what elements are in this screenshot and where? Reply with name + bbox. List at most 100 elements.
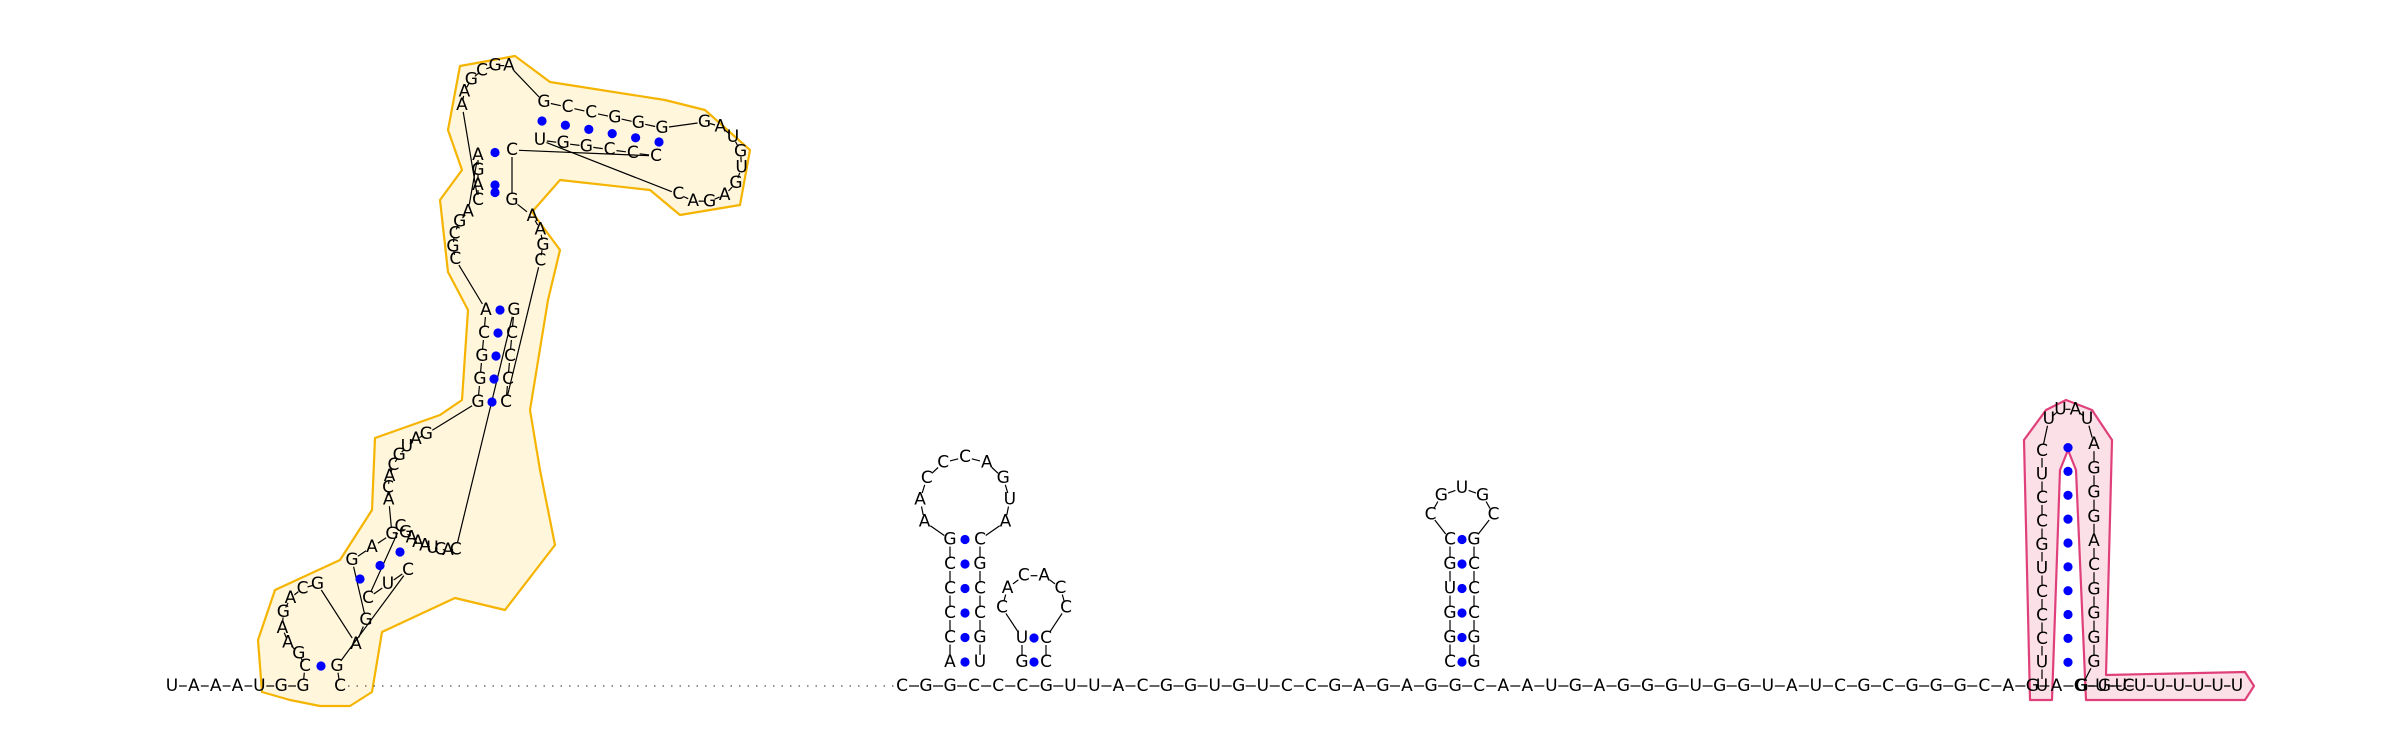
nucleotide-bottom-strand-5: C	[992, 676, 1004, 696]
nucleotide-stem3-left-1: G	[471, 392, 484, 412]
nucleotide-terminator-right-2: G	[2087, 458, 2100, 478]
highlight-layer	[256, 54, 2256, 708]
nucleotide-hairpin3-right-2: C	[1468, 554, 1480, 574]
backbone-link	[683, 195, 689, 200]
highlight-yellow-domain-outline	[256, 54, 752, 708]
backbone-link	[1005, 613, 1019, 633]
nucleotide-terminator-left-2: U	[2036, 653, 2048, 673]
nucleotide-five-prime-tail-5: U	[253, 676, 265, 696]
backbone-link	[508, 362, 510, 373]
nucleotide-bottom-strand-31: G	[1617, 676, 1630, 696]
nucleotide-internal2-right-2: A	[442, 540, 454, 560]
nucleotide-hairpin1-right-5: G	[973, 628, 986, 648]
backbone-link	[1447, 489, 1456, 494]
stem3-pair	[487, 397, 497, 407]
hairpin1-pair	[960, 608, 970, 618]
hairpin3-pair	[1457, 608, 1467, 618]
nucleotide-stem5-top-2: C	[562, 97, 574, 117]
nucleotide-internal3-left-4: G	[453, 211, 466, 231]
nucleotide-bottom-strand-43: G	[1906, 676, 1919, 696]
nucleotide-hairpin2-loop-2: A	[1002, 578, 1014, 598]
nucleotide-upper-loop-6: A	[503, 56, 515, 76]
hairpin3-pair	[1457, 583, 1467, 594]
nucleotide-hairpin1-loop-8: U	[1004, 490, 1016, 510]
stem5-pair	[654, 137, 664, 147]
nucleotide-upper-loop-2: A	[459, 81, 471, 101]
nucleotide-stem5-top-4: G	[608, 108, 621, 128]
backbone-link	[377, 537, 387, 544]
backbone-link	[466, 83, 470, 88]
nucleotide-stem1-loop-3: A	[277, 618, 289, 638]
nucleotide-bottom-strand-24: G	[1449, 676, 1462, 696]
nucleotide-bottom-strand-11: C	[1137, 676, 1149, 696]
nucleotide-hairpin1-loop-4: C	[937, 453, 949, 473]
nucleotide-bottom-strand-50: G	[2074, 676, 2087, 696]
nucleotide-hairpin1-left-2: C	[944, 628, 956, 648]
nucleotide-stem3-left-2: G	[473, 369, 486, 389]
nucleotide-hairpin2-right-1: C	[1040, 628, 1052, 648]
nucleotide-stem2-right-3: C	[402, 560, 414, 580]
backbone-link	[427, 545, 431, 548]
nucleotide-three-prime-tail-2: U	[2095, 676, 2107, 696]
nucleotide-hairpin1-right-3: C	[974, 579, 986, 599]
nucleotide-bottom-strand-36: G	[1737, 676, 1750, 696]
nucleotide-stem1-loop-5: A	[285, 588, 297, 608]
nucleotide-terminator-right-8: G	[2087, 604, 2100, 624]
nucleotide-terminator-left-6: U	[2036, 559, 2048, 579]
nucleotide-stem3-right-2: C	[502, 369, 514, 389]
nucleotide-right-loop-8: G	[703, 191, 716, 211]
nucleotide-hairpin1-loop-3: C	[921, 468, 933, 488]
nucleotide-hairpin1-left-6: G	[943, 530, 956, 550]
backbone-link	[985, 525, 1001, 536]
nucleotide-bottom-strand-27: A	[1521, 676, 1533, 696]
nucleotide-hairpin2-loop-1: C	[996, 598, 1008, 618]
backbone-link	[388, 506, 392, 528]
nucleotide-terminator-loop-1: U	[2043, 409, 2055, 429]
backbone-link	[340, 575, 405, 661]
stem4-pair	[490, 187, 500, 198]
nucleotide-bottom-strand-12: G	[1160, 676, 1173, 696]
backbone-link	[390, 468, 393, 473]
backbone-link	[393, 573, 403, 581]
backbone-link	[452, 237, 455, 243]
nucleotide-three-prime-tail-7: U	[2192, 676, 2204, 696]
nucleotide-internal3-right-1: A	[527, 206, 539, 226]
backbone-link	[291, 645, 296, 651]
nucleotide-stem4-left-2: G	[471, 160, 484, 180]
backbone-link	[300, 657, 304, 663]
nucleotide-internal3-right-2: A	[534, 220, 546, 240]
nucleotide-stem5-bottom-2: G	[557, 133, 570, 153]
backbone-link	[482, 339, 484, 350]
backbone-link	[434, 547, 438, 550]
backbone-link	[534, 220, 539, 226]
nucleotide-hairpin1-right-1: C	[974, 530, 986, 550]
backbone-link	[307, 584, 313, 588]
nucleotide-stem5-top-6: G	[655, 118, 668, 138]
nucleotide-three-prime-tail-5: U	[2153, 676, 2165, 696]
backbone-link	[353, 566, 365, 614]
nucleotide-stem3-left-5: A	[480, 300, 492, 320]
nucleotide-internal3-left-5: A	[462, 201, 474, 221]
nucleotide-three-prime-tail-4: U	[2134, 676, 2146, 696]
nucleotide-hairpin1-loop-7: G	[997, 468, 1010, 488]
stem5-pair	[560, 120, 571, 130]
backbone-link	[593, 146, 603, 150]
backbone-link	[409, 441, 414, 445]
nucleotide-bottom-strand-44: G	[1930, 676, 1943, 696]
nucleotide-bottom-strand-45: G	[1954, 676, 1967, 696]
backbone-link	[458, 264, 483, 305]
nucleotide-bottom-strand-21: G	[1376, 676, 1389, 696]
nucleotide-hairpin2-loop-5: C	[1054, 578, 1066, 598]
nucleotide-bottom-strand-15: G	[1232, 676, 1245, 696]
nucleotide-bottom-strand-30: A	[1594, 676, 1606, 696]
nucleotide-right-loop-1: G	[698, 112, 711, 132]
nucleotide-stem1-right-1: G	[330, 656, 343, 676]
nucleotide-five-prime-tail-3: A	[210, 676, 222, 696]
backbone-link	[407, 533, 410, 537]
nucleotide-upper-loop-1: A	[456, 95, 468, 115]
nucleotide-stem5-bottom-4: C	[604, 140, 616, 160]
nucleotide-stem1-loop-right-1: A	[350, 634, 362, 654]
backbone-link	[1004, 484, 1009, 494]
backbone-link	[394, 458, 398, 463]
nucleotide-bottom-strand-38: A	[1786, 676, 1798, 696]
